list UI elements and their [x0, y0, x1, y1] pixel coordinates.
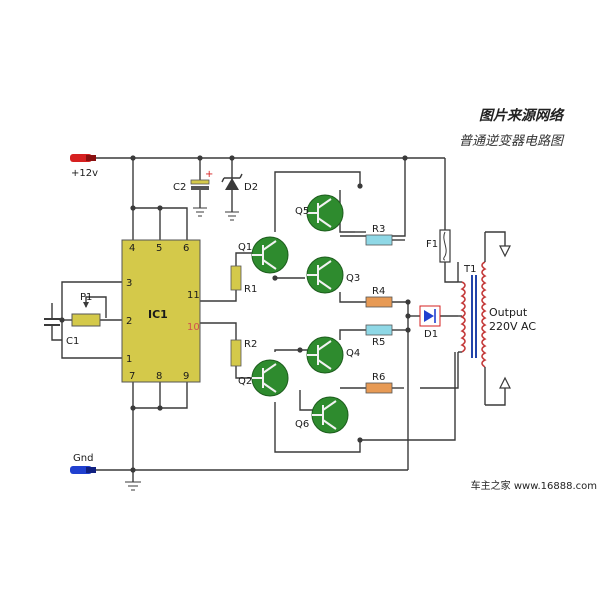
- resistor-r3: [365, 234, 393, 246]
- fuse-f1: [439, 229, 451, 263]
- zener-d2: [221, 173, 243, 190]
- resistor-r6: [365, 382, 393, 394]
- ic-pin-4: 4: [129, 243, 135, 254]
- output-terminal-bottom-icon: [499, 376, 511, 389]
- q5-label: Q5: [295, 206, 309, 217]
- t1-label: T1: [463, 264, 476, 275]
- resistor-r2: [230, 339, 242, 367]
- q1-label: Q1: [238, 242, 252, 253]
- wires: [51, 157, 506, 482]
- junction-dots: [59, 155, 411, 473]
- ic-pin-7: 7: [129, 371, 135, 382]
- c1-label: C1: [66, 336, 79, 347]
- resistor-r1: [230, 265, 242, 291]
- capacitor-c1: [44, 318, 62, 341]
- gnd-label: Gnd: [73, 453, 93, 464]
- resistor-r5: [365, 324, 393, 336]
- q4-label: Q4: [346, 348, 360, 359]
- r4-label: R4: [372, 286, 385, 297]
- vcc-label: +12v: [71, 168, 98, 179]
- ic-pin-8: 8: [156, 371, 162, 382]
- potentiometer-p1: [71, 302, 101, 327]
- output-label-line2: 220V AC: [489, 320, 536, 333]
- f1-label: F1: [426, 239, 438, 250]
- watermark: 车主之家 www.16888.com: [471, 479, 597, 492]
- output-terminal-top-icon: [499, 245, 511, 258]
- c2-polarity: +: [205, 169, 213, 180]
- c2-label: C2: [173, 182, 186, 193]
- p1-label: P1: [80, 292, 92, 303]
- transistor-q6: [311, 396, 349, 434]
- capacitor-c2: [190, 179, 210, 190]
- ic-pin-10: 10: [187, 322, 200, 333]
- transistor-q5: [306, 194, 344, 232]
- vcc-connector: [70, 154, 96, 162]
- ic-pin-11: 11: [187, 290, 200, 301]
- r1-label: R1: [244, 284, 257, 295]
- ic-pin-6: 6: [183, 243, 189, 254]
- transistor-q2: [251, 359, 289, 397]
- ic-pin-3: 3: [126, 278, 132, 289]
- d1-label: D1: [424, 329, 438, 340]
- ic1: [121, 239, 201, 383]
- ic-pin-1: 1: [126, 354, 132, 365]
- transistor-q1: [251, 236, 289, 274]
- ic1-label: IC1: [148, 308, 168, 321]
- r2-label: R2: [244, 339, 257, 350]
- caption-title: 图片来源网络: [479, 107, 565, 124]
- ic-pin-2: 2: [126, 316, 132, 327]
- gnd-connector: [70, 466, 96, 474]
- r6-label: R6: [372, 372, 385, 383]
- transistor-q3: [306, 256, 344, 294]
- q3-label: Q3: [346, 273, 360, 284]
- transistor-q4: [306, 336, 344, 374]
- q6-label: Q6: [295, 419, 309, 430]
- ground-symbol: [125, 207, 239, 491]
- diode-d1: [419, 305, 441, 327]
- q2-label: Q2: [238, 376, 252, 387]
- caption-subtitle: 普通逆变器电路图: [459, 133, 565, 149]
- d2-label: D2: [244, 182, 258, 193]
- transformer-t1: [460, 232, 487, 405]
- ic-pin-9: 9: [183, 371, 189, 382]
- r5-label: R5: [372, 337, 385, 348]
- resistor-r4: [365, 296, 393, 308]
- r3-label: R3: [372, 224, 385, 235]
- ic-pin-5: 5: [156, 243, 162, 254]
- output-label-line1: Output: [489, 306, 528, 319]
